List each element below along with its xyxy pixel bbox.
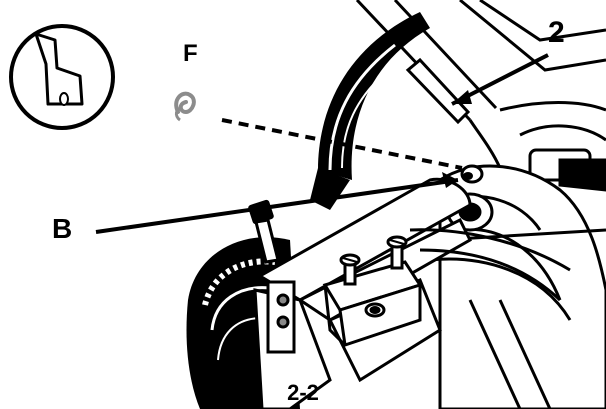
callout-f: F: [183, 40, 198, 67]
lower-shield: [409, 228, 571, 409]
callout-b: B: [52, 213, 73, 244]
pin: [460, 164, 484, 184]
callout-2: 2: [548, 16, 565, 49]
blade-bracket: [322, 235, 423, 347]
figure-caption: 2-2: [287, 380, 319, 405]
tool-inset-icon: [9, 24, 115, 130]
handle-tubes: [355, 0, 606, 192]
leader-lines: [95, 53, 549, 234]
wheel-tire: [310, 12, 430, 210]
hub-assembly: [429, 164, 606, 409]
spring-clip-icon: [174, 91, 196, 122]
